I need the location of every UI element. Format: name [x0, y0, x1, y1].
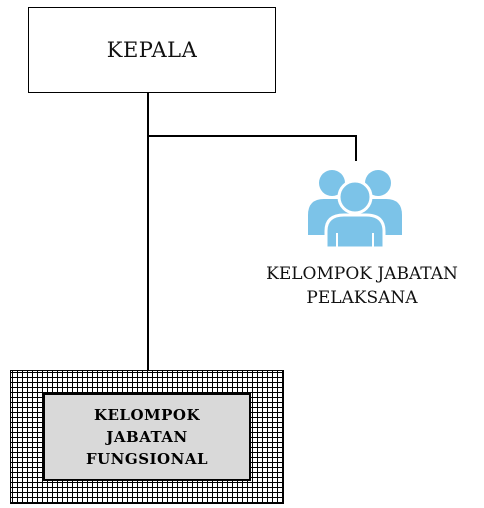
staff-group-label: KELOMPOK JABATAN PELAKSANA: [240, 262, 484, 310]
connector-vertical-main: [147, 93, 149, 370]
staff-group-label-line-1: KELOMPOK JABATAN: [266, 264, 458, 284]
functional-group-label-line-2: JABATAN: [106, 428, 188, 446]
connector-horizontal-branch: [147, 135, 356, 137]
head-label: KEPALA: [106, 38, 198, 62]
people-group-icon: [308, 170, 402, 248]
connector-vertical-branch: [355, 135, 357, 161]
functional-group-box: KELOMPOK JABATAN FUNGSIONAL: [43, 393, 251, 481]
functional-group-label-line-1: KELOMPOK: [93, 406, 201, 424]
staff-group-label-line-2: PELAKSANA: [306, 288, 418, 308]
functional-group-label-line-3: FUNGSIONAL: [85, 450, 209, 468]
head-box: KEPALA: [28, 7, 276, 93]
